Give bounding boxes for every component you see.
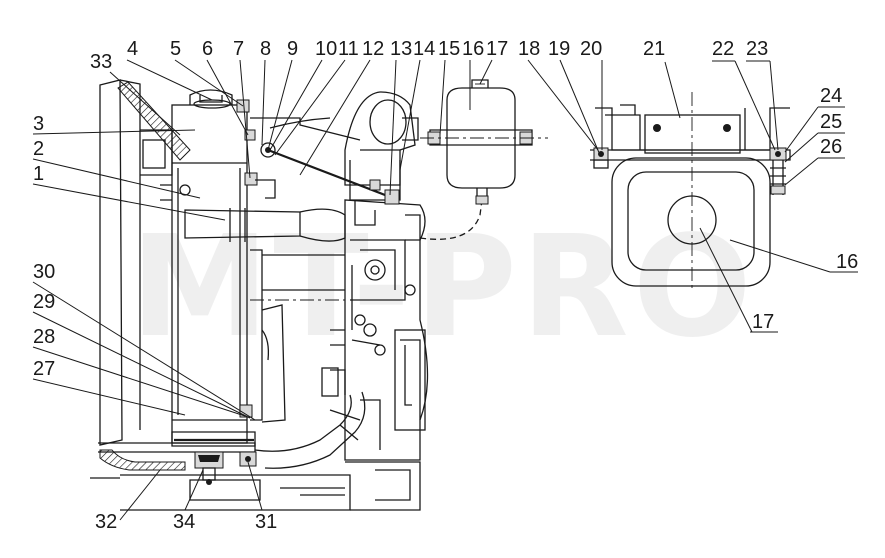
callout-label: 12 bbox=[362, 38, 384, 60]
engine-block bbox=[321, 199, 429, 461]
callout-label: 26 bbox=[820, 136, 842, 158]
callout-label: 34 bbox=[173, 511, 195, 533]
callout-label: 22 bbox=[712, 38, 734, 60]
callout-label: 28 bbox=[33, 326, 55, 348]
callout-label: 2 bbox=[33, 138, 44, 160]
callout-label: 3 bbox=[33, 113, 44, 135]
callout-label: 17 bbox=[486, 38, 508, 60]
callout-label: 8 bbox=[260, 38, 271, 60]
callout-label: 29 bbox=[33, 291, 55, 313]
callout-label: 4 bbox=[127, 38, 138, 60]
callout-labels: 1 2 3 33 4 5 6 7 8 9 10 11 12 13 14 15 bbox=[32, 38, 858, 533]
expansion-tank-side bbox=[420, 79, 548, 205]
callout-label: 16 bbox=[462, 38, 484, 60]
frame-base bbox=[90, 442, 421, 511]
expansion-tank-front bbox=[590, 92, 791, 290]
callout-label: 32 bbox=[95, 511, 117, 533]
watermark-logo: MT-PRO bbox=[130, 206, 756, 369]
callout-label: 10 bbox=[315, 38, 337, 60]
thermostat-housing bbox=[344, 91, 421, 241]
overflow-line bbox=[419, 199, 483, 240]
callout-label: 18 bbox=[518, 38, 540, 60]
callout-label: 7 bbox=[233, 38, 244, 60]
callout-label: 6 bbox=[202, 38, 213, 60]
callout-label: 11 bbox=[338, 38, 359, 60]
callout-label: 13 bbox=[390, 38, 412, 60]
callout-label: 30 bbox=[33, 261, 55, 283]
callout-label: 31 bbox=[255, 511, 277, 533]
callout-label: 17 bbox=[752, 311, 774, 333]
callout-label: 27 bbox=[33, 358, 55, 380]
callout-label: 21 bbox=[643, 38, 665, 60]
callout-label: 20 bbox=[580, 38, 602, 60]
callout-label: 9 bbox=[287, 38, 298, 60]
lower-hose bbox=[254, 391, 366, 469]
callout-label: 5 bbox=[170, 38, 181, 60]
callout-label: 14 bbox=[413, 38, 435, 60]
callout-label: 25 bbox=[820, 111, 842, 133]
callout-label: 1 bbox=[33, 163, 44, 185]
callout-label: 24 bbox=[820, 85, 842, 107]
callout-label: 23 bbox=[746, 38, 768, 60]
callout-label: 15 bbox=[438, 38, 460, 60]
callout-label: 19 bbox=[548, 38, 570, 60]
callout-label: 33 bbox=[90, 51, 112, 73]
callout-label: 16 bbox=[836, 251, 858, 273]
